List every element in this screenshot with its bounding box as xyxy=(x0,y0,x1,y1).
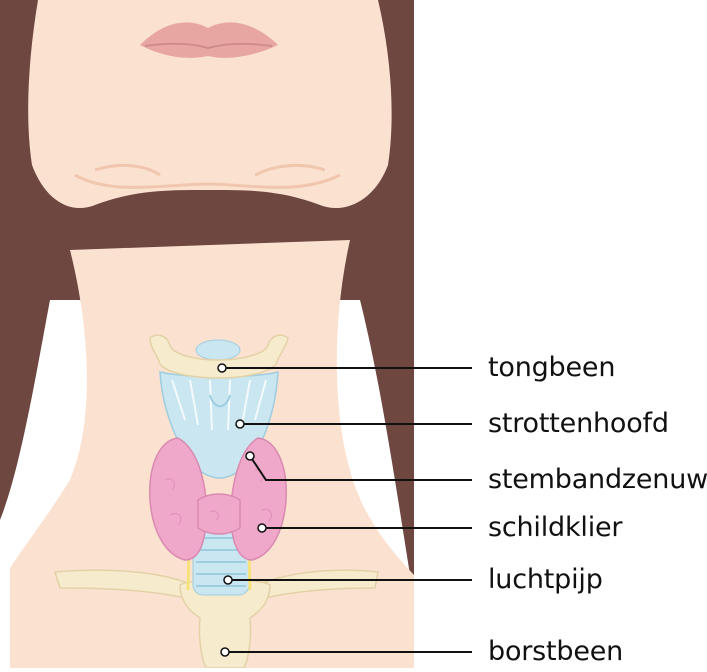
dot-hyoid xyxy=(218,364,226,372)
dot-nerve xyxy=(246,452,254,460)
dot-trachea xyxy=(224,576,232,584)
label-luchtpijp: luchtpijp xyxy=(488,566,603,593)
label-stembandzenuw: stembandzenuw xyxy=(488,466,707,493)
label-strottenhoofd: strottenhoofd xyxy=(488,410,669,437)
dot-sternum xyxy=(221,648,229,656)
label-schildklier: schildklier xyxy=(488,514,622,541)
label-borstbeen: borstbeen xyxy=(488,638,623,665)
label-tongbeen: tongbeen xyxy=(488,354,615,381)
epiglottis xyxy=(196,340,240,360)
dot-thyroid xyxy=(258,524,266,532)
dot-larynx xyxy=(236,420,244,428)
thyroid-isthmus xyxy=(198,494,240,534)
